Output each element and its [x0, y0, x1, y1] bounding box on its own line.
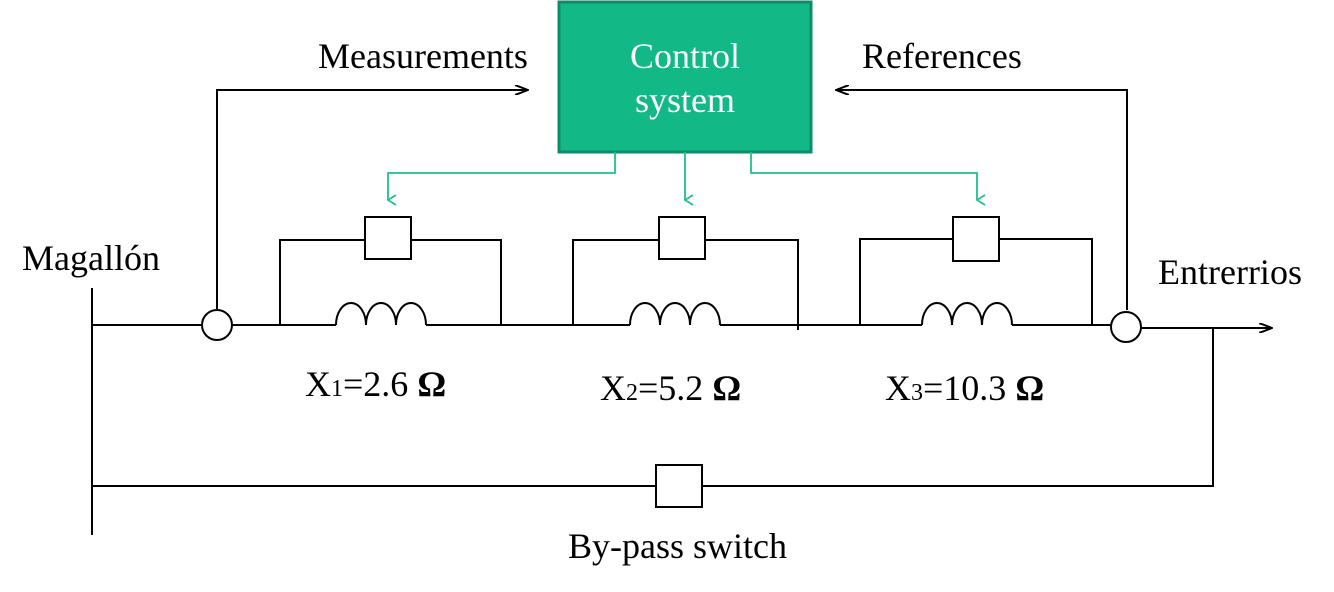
control-system-block — [557, 0, 813, 154]
inductor-2-coil — [629, 302, 721, 326]
module-2-switch — [658, 216, 706, 260]
references-arrow — [836, 90, 1128, 310]
control-system-label-line2: system — [635, 80, 735, 120]
reactance-label-3: X3=10.3 Ω — [885, 368, 1044, 408]
reactance-label-1: X1=2.6 Ω — [305, 364, 446, 404]
reference-node — [1110, 311, 1142, 343]
compensation-module-3 — [859, 216, 1093, 326]
measurements-arrow — [216, 90, 528, 310]
inductor-1-coil — [335, 302, 427, 326]
compensation-module-2 — [572, 216, 799, 330]
references-label: References — [862, 36, 1022, 76]
control-system-label-line1: Control — [630, 36, 740, 76]
bypass-switch — [655, 464, 703, 508]
control-line-1 — [388, 152, 616, 200]
reactance-label-2: X2=5.2 Ω — [600, 368, 741, 408]
bypass-line-right — [702, 328, 1214, 487]
module-1-switch — [364, 216, 412, 260]
inductor-3-coil — [921, 302, 1013, 326]
entrerrios-label: Entrerrios — [1158, 252, 1302, 292]
control-line-3 — [750, 152, 977, 200]
bypass-switch-label: By-pass switch — [568, 526, 787, 566]
module-3-switch — [952, 216, 1000, 262]
magallon-label: Magallón — [22, 238, 160, 278]
compensation-module-1 — [279, 216, 502, 326]
measurement-node — [201, 309, 233, 341]
measurements-label: Measurements — [318, 36, 528, 76]
